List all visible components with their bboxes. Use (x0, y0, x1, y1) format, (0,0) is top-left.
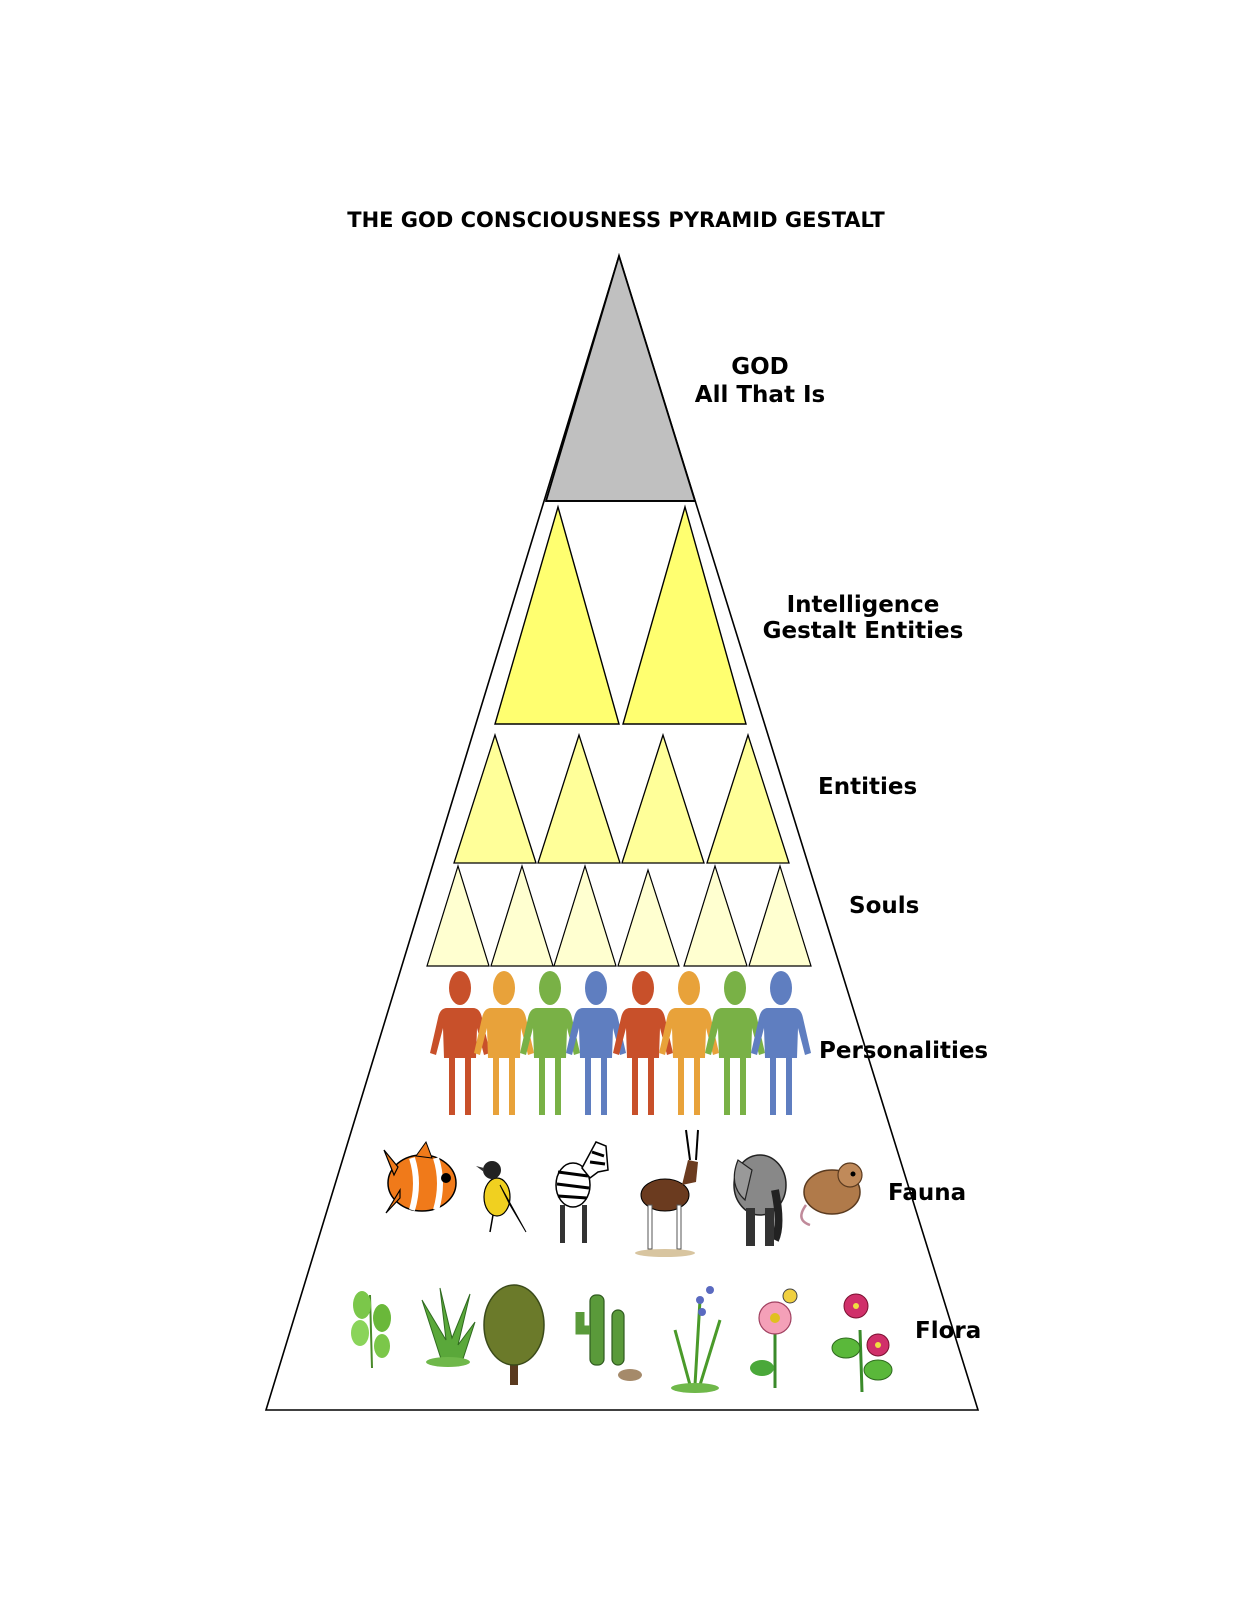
entity-triangle (706, 732, 790, 864)
rat-icon (800, 1162, 863, 1227)
soul-triangle (490, 863, 554, 967)
intelligence-label: Intelligence (787, 592, 940, 618)
fauna-group (383, 1129, 863, 1257)
intelligence-gestalt-triangle (494, 504, 620, 725)
pyramid-outline (264, 253, 980, 1411)
violet-flower-icon (831, 1293, 893, 1393)
bird-icon (476, 1161, 527, 1233)
soul-triangle (748, 863, 812, 967)
cactus-icon (575, 1294, 642, 1381)
soul-triangle (683, 864, 748, 967)
intelligence-gestalt-group (494, 504, 747, 725)
elephant-icon (733, 1154, 787, 1246)
soul-triangle (553, 863, 617, 967)
gestalt-entities-label: Gestalt Entities (763, 618, 964, 644)
entity-triangle (453, 732, 537, 864)
intelligence-gestalt-triangle (622, 504, 747, 725)
god-label: GOD (731, 354, 789, 380)
souls-label: Souls (849, 893, 919, 919)
entity-triangle (621, 732, 705, 864)
flowering-plant-icon (671, 1286, 722, 1393)
fauna-label: Fauna (888, 1180, 966, 1206)
entities-label: Entities (818, 774, 917, 800)
flora-group (351, 1284, 893, 1393)
souls-group (426, 863, 812, 967)
clownfish-icon (383, 1140, 457, 1214)
all-that-is-label: All That Is (695, 382, 825, 408)
soul-triangle (426, 863, 490, 967)
entities-group (453, 732, 790, 864)
god-apex (544, 252, 697, 502)
flora-label: Flora (915, 1318, 981, 1344)
soul-triangle (617, 868, 680, 967)
personalities-label: Personalities (819, 1038, 988, 1064)
entity-triangle (537, 732, 621, 864)
leafy-plant-icon (351, 1291, 391, 1369)
tree-icon (483, 1284, 545, 1385)
pink-flower-icon (750, 1288, 798, 1388)
zebra-icon (555, 1141, 609, 1243)
diagram-title: THE GOD CONSCIOUSNESS PYRAMID GESTALT (347, 208, 885, 232)
grass-tuft-icon (421, 1287, 476, 1367)
antelope-icon (635, 1129, 699, 1257)
